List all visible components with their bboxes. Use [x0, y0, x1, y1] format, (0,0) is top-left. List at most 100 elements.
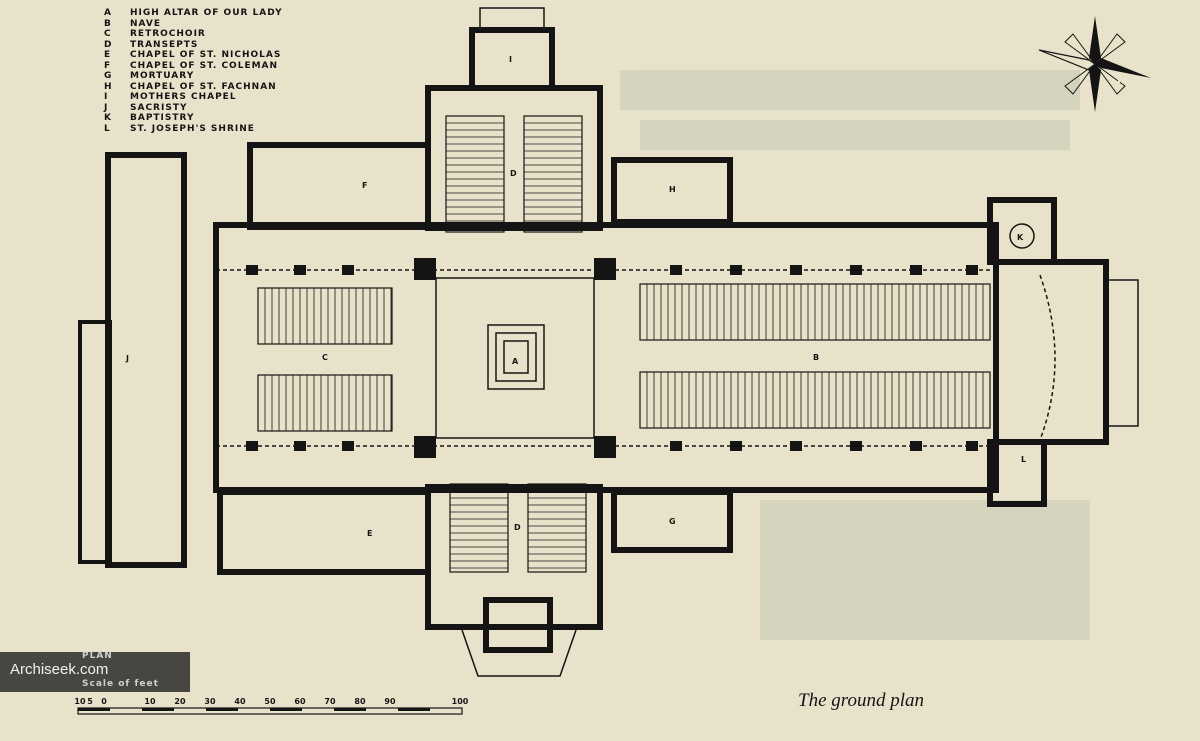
plan-walls — [78, 27, 1109, 653]
pews-south-transept-west — [449, 483, 509, 573]
legend-key: K — [104, 113, 112, 123]
scale-bar — [77, 707, 463, 715]
crossing-pier-ne — [594, 258, 616, 280]
room-label-i: I — [509, 55, 512, 64]
legend-label: BAPTISTRY — [130, 113, 195, 123]
pews-north-transept-east — [523, 115, 583, 233]
room-label-j: J — [125, 354, 129, 363]
room-label-f: F — [362, 181, 367, 190]
watermark-banner: Archiseek.com — [0, 652, 190, 692]
room-label-d-south: D — [514, 523, 521, 532]
chapel-e-walls — [217, 489, 431, 575]
legend-row: B NAVE — [104, 19, 283, 30]
room-label-a: A — [512, 357, 519, 366]
legend-label: RETROCHOIR — [130, 29, 206, 39]
scale-tick-label: 90 — [384, 697, 396, 706]
legend-key: F — [104, 60, 112, 71]
bleed-through-texture — [620, 70, 1090, 640]
crossing-outline — [435, 277, 595, 439]
pier — [342, 441, 354, 451]
west-porch-walls — [993, 259, 1109, 445]
scale-tick-label: 10 — [144, 697, 156, 706]
pier — [246, 265, 258, 275]
pier — [294, 441, 306, 451]
scale-tick-label: 5 — [87, 697, 93, 706]
scale-tick-label: 30 — [204, 697, 216, 706]
pier — [730, 265, 742, 275]
scale-tick-label: 60 — [294, 697, 306, 706]
legend-label: MOTHERS CHAPEL — [130, 92, 237, 102]
legend-row: D TRANSEPTS — [104, 40, 283, 51]
pier — [670, 441, 682, 451]
legend-row: C RETROCHOIR — [104, 29, 283, 40]
legend-key: H — [104, 81, 113, 92]
legend-key: J — [104, 102, 109, 113]
legend-label: SACRISTY — [130, 102, 188, 113]
scale-tick-label: 70 — [324, 697, 336, 706]
altar-step-outer — [487, 324, 545, 390]
west-screen-arc — [1039, 274, 1056, 441]
mortuary-walls — [611, 489, 733, 553]
scale-tick-label: 50 — [264, 697, 276, 706]
legend-key: G — [104, 71, 113, 81]
legend-label: ST. JOSEPH'S SHRINE — [130, 123, 255, 134]
room-label-c: C — [322, 353, 328, 362]
legend-label: MORTUARY — [130, 71, 195, 81]
scale-tick-label: 0 — [101, 697, 107, 706]
mothers-chapel-walls — [469, 27, 555, 91]
plan-label: PLAN — [82, 651, 113, 661]
west-wing-walls — [105, 152, 187, 568]
chapel-f-walls — [247, 142, 431, 230]
scale-tick-label: 80 — [354, 697, 366, 706]
room-label-b: B — [813, 353, 819, 362]
figure-caption: The ground plan — [798, 690, 924, 711]
room-label-k: K — [1017, 233, 1024, 242]
shrine-walls — [987, 439, 1047, 507]
room-label-d-north: D — [510, 169, 517, 178]
legend-row: K BAPTISTRY — [104, 113, 283, 124]
pier — [790, 265, 802, 275]
legend-key: C — [104, 29, 112, 39]
pier — [966, 441, 978, 451]
pew-lines — [264, 122, 984, 569]
crossing-pier-sw — [414, 436, 436, 458]
pews-north-transept-west — [445, 115, 505, 233]
south-transept-walls — [425, 484, 603, 630]
room-label-e: E — [367, 529, 372, 538]
watermark-label: Archiseek.com — [10, 661, 109, 678]
legend-key: B — [104, 18, 112, 29]
pier — [910, 265, 922, 275]
compass-north-letter: N — [1117, 74, 1126, 87]
legend-key: E — [104, 50, 112, 60]
apse-outline — [479, 7, 545, 33]
altar-step-middle — [495, 332, 537, 382]
scale-tick-label: 40 — [234, 697, 246, 706]
scale-tick-label: 100 — [451, 697, 469, 706]
pews-retrochoir-north — [257, 287, 393, 345]
room-label-l: L — [1021, 455, 1026, 464]
legend-label: NAVE — [130, 18, 161, 29]
crossing-pier-nw — [414, 258, 436, 280]
legend-label: HIGH ALTAR OF OUR LADY — [130, 8, 283, 18]
north-pier-row — [246, 265, 978, 275]
pier — [966, 265, 978, 275]
legend-key: L — [104, 123, 111, 134]
piers — [414, 258, 616, 458]
scale-tick-label: 20 — [174, 697, 186, 706]
legend-label: CHAPEL OF ST. FACHNAN — [130, 81, 277, 92]
pier — [850, 265, 862, 275]
altar-step-inner — [503, 340, 529, 374]
room-label-h: H — [669, 185, 676, 194]
south-pier-row — [246, 441, 978, 451]
crossing-pier-se — [594, 436, 616, 458]
compass-rose-icon: N — [1038, 16, 1151, 112]
legend-key: D — [104, 39, 113, 50]
legend-label: TRANSEPTS — [130, 39, 199, 50]
pier — [910, 441, 922, 451]
